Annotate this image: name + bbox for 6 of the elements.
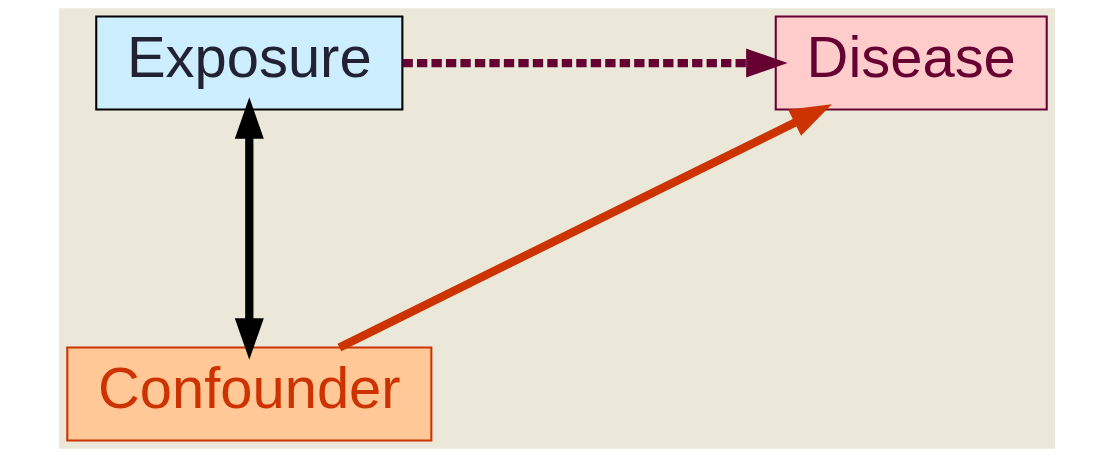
arrow <box>337 104 832 352</box>
node-box: Disease <box>774 15 1048 111</box>
arrow <box>402 48 788 78</box>
node-box: Exposure <box>95 15 404 111</box>
arrow <box>234 97 264 360</box>
node-box: Confounder <box>66 346 433 442</box>
